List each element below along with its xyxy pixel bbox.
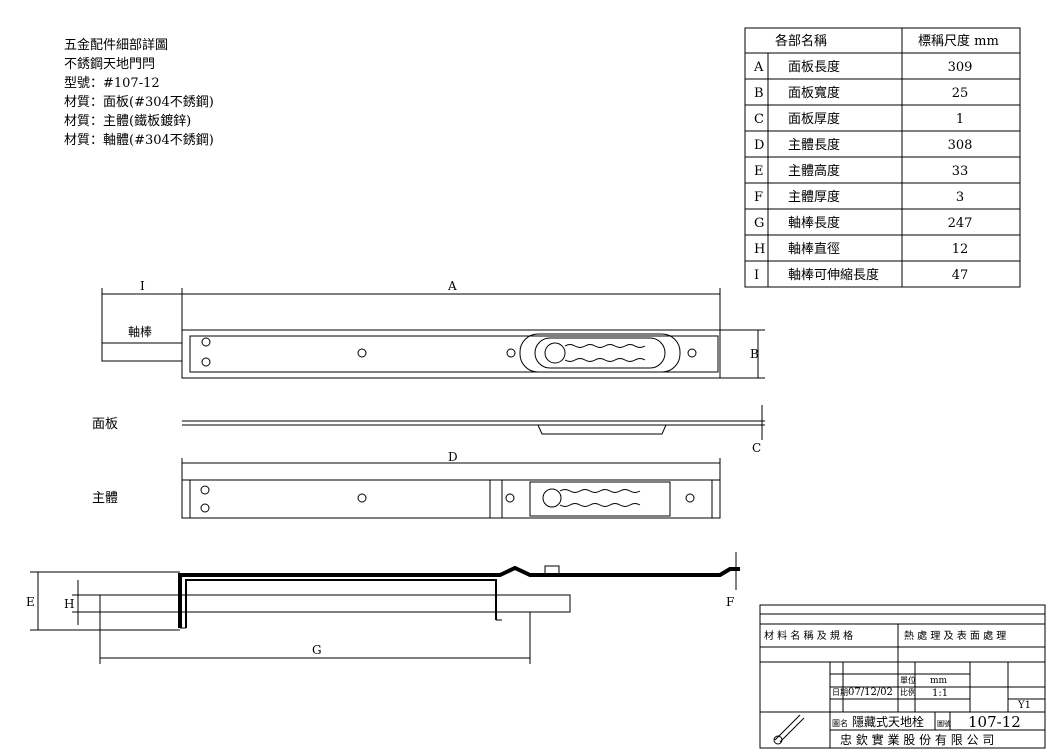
dim-label-F: F [726,595,734,609]
dim-label-I: I [140,279,145,293]
table-cell-name: 面板長度 [788,59,840,75]
note-line: 型號：#107-12 [64,76,160,91]
table-cell-value: 25 [952,86,969,101]
table-cell-value: 308 [948,138,973,153]
table-cell-key: E [754,164,764,179]
table-cell-name: 主體厚度 [788,189,840,205]
faceplate-side-view: 面板 C [92,405,765,455]
table-cell-key: H [754,242,765,257]
table-cell-key: B [754,86,764,101]
table-cell-value: 47 [952,268,969,283]
note-line: 材質：主體(鐵板鍍鋅) [64,114,192,129]
table-cell-value: 309 [948,60,973,75]
table-cell-value: 12 [952,242,969,257]
table-cell-key: A [753,60,764,75]
date-value: 07/12/02 [848,687,893,698]
note-line: 五金配件細部詳圖 [64,38,169,53]
dim-label-D: D [448,450,458,464]
rod-label: 軸棒 [128,325,152,339]
scale-value: 1:1 [932,688,948,699]
table-cell-key: D [754,138,764,153]
drawing-no-label: 圖號 [937,719,951,728]
dim-label-E: E [26,595,35,609]
note-line: 材質：面板(#304不銹鋼) [64,95,214,110]
table-cell-name: 主體高度 [788,163,840,179]
table-cell-value: 3 [956,190,964,205]
table-cell-key: G [754,216,764,231]
treatment-header: 熱 處 理 及 表 面 處 理 [904,629,1006,642]
faceplate-top-view: I A 軸棒 B [101,279,765,379]
table-cell-key: C [754,112,764,127]
table-cell-name: 軸棒長度 [788,215,840,231]
table-cell-key: F [754,190,763,205]
scale-label: 比例 [900,687,916,697]
unit-value: mm [930,676,948,686]
drawing-no: 107-12 [968,713,1021,731]
title-block: 材 料 名 稱 及 規 格 熱 處 理 及 表 面 處 理 日期 07/12/0… [759,604,1046,749]
section-view: E H G F [26,552,740,664]
company-name: 忠 欽 實 業 股 份 有 限 公 司 [840,732,994,747]
dim-label-H: H [64,597,74,611]
table-cell-name: 軸棒可伸縮長度 [788,267,879,283]
company-logo-icon [773,714,805,745]
drawing-name-label: 圖名 [832,718,848,728]
body-label: 主體 [92,491,118,506]
note-line: 不銹鋼天地門閂 [64,57,156,72]
table-cell-name: 軸棒直徑 [788,242,840,257]
dim-label-G: G [312,643,322,657]
table-header: 各部名稱 [775,33,827,49]
drawing-notes: 五金配件細部詳圖 不銹鋼天地門閂 型號：#107-12 材質：面板(#304不銹… [64,36,214,150]
table-cell-key: I [754,268,759,283]
unit-label: 單位 [900,675,916,685]
body-view: D 主體 [92,450,721,519]
table-cell-value: 247 [948,216,973,231]
faceplate-label: 面板 [92,417,118,432]
dim-label-B: B [750,347,759,361]
dim-label-A: A [447,279,457,293]
table-cell-value: 1 [956,112,964,127]
version-value: Y1 [1017,700,1031,711]
table-header: 標稱尺度 mm [918,33,999,49]
table-cell-name: 面板寬度 [788,85,840,101]
drawing-name: 隱藏式天地栓 [852,714,924,729]
dim-label-C: C [752,441,761,455]
date-label: 日期 [832,688,848,697]
table-cell-value: 33 [952,164,969,179]
note-line: 材質：軸體(#304不銹鋼) [64,133,214,148]
material-header: 材 料 名 稱 及 規 格 [764,629,853,642]
table-cell-name: 面板厚度 [788,111,840,127]
table-cell-name: 主體長度 [788,137,840,153]
